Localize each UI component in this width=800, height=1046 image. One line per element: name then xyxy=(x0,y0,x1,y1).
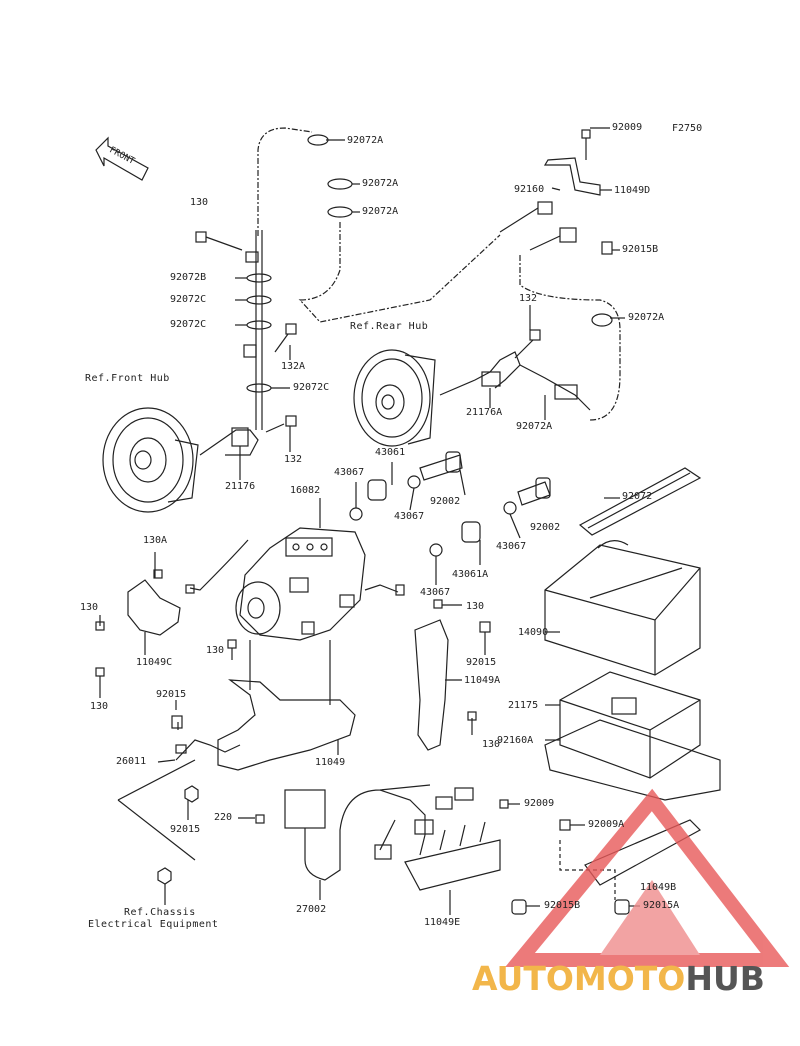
part-label: 92072A xyxy=(628,312,665,323)
part-label: 92002 xyxy=(430,496,461,507)
part-label: 43061A xyxy=(452,569,489,580)
watermark-logo xyxy=(505,788,790,967)
wiring-harness xyxy=(284,784,474,881)
hydraulic-unit xyxy=(235,527,366,641)
part-label: 16082 xyxy=(290,485,321,496)
part-label: 14090 xyxy=(518,627,549,638)
part-label: 92015B xyxy=(544,900,581,911)
rear-hub-disc xyxy=(353,349,436,447)
rear-hub-ref: Ref.Rear Hub xyxy=(350,321,429,332)
part-label: 43067 xyxy=(496,541,527,552)
part-label: 92072B xyxy=(170,272,207,283)
part-label: 11049C xyxy=(136,657,173,668)
part-label: 43067 xyxy=(420,587,451,598)
part-label: 132A xyxy=(281,361,306,372)
part-label: 130A xyxy=(143,535,168,546)
part-label: 43061 xyxy=(375,447,406,458)
watermark-part2: HUB xyxy=(685,959,765,998)
part-label: 43067 xyxy=(394,511,425,522)
part-label: 92160 xyxy=(514,184,545,195)
front-hub-disc xyxy=(102,407,199,513)
part-label: 130 xyxy=(80,602,99,613)
part-label: 43067 xyxy=(334,467,365,478)
part-label: 92009A xyxy=(588,819,625,830)
chassis-ref: Ref.Chassis xyxy=(124,907,196,918)
part-label: 130 xyxy=(466,601,485,612)
part-label: 11049A xyxy=(464,675,501,686)
part-label: 92072A xyxy=(362,206,399,217)
part-label: 92015 xyxy=(170,824,201,835)
part-label: 92015 xyxy=(466,657,497,668)
part-label: 92072C xyxy=(293,382,330,393)
part-label: 92015B xyxy=(622,244,659,255)
chassis-ref-sub: Electrical Equipment xyxy=(88,919,219,930)
part-label: 21175 xyxy=(508,700,539,711)
part-label: 130 xyxy=(482,739,501,750)
part-label: 220 xyxy=(214,812,233,823)
unit-21175 xyxy=(544,671,721,801)
part-label: 130 xyxy=(190,197,209,208)
part-label: 130 xyxy=(206,645,225,656)
watermark: AUTOMOTOHUB xyxy=(472,962,765,995)
part-label: 92072C xyxy=(170,319,207,330)
part-label: 21176 xyxy=(225,481,256,492)
part-label: 92009 xyxy=(612,122,643,133)
part-label: 11049E xyxy=(424,917,461,928)
part-label: 21176A xyxy=(466,407,503,418)
part-label: 132 xyxy=(519,293,538,304)
part-label: 92160A xyxy=(497,735,534,746)
part-label: 11049B xyxy=(640,882,677,893)
part-label: 11049D xyxy=(614,185,651,196)
part-label: 92009 xyxy=(524,798,555,809)
part-label: 92072C xyxy=(170,294,207,305)
part-label: 92072A xyxy=(362,178,399,189)
part-label: 92015A xyxy=(643,900,680,911)
part-label: 92072 xyxy=(622,491,653,502)
part-label: 92072A xyxy=(347,135,384,146)
part-label: 11049 xyxy=(315,757,346,768)
watermark-part1: AUTOMOTO xyxy=(472,959,686,998)
part-label: 92002 xyxy=(530,522,561,533)
part-label: 27002 xyxy=(296,904,327,915)
control-unit-14090 xyxy=(544,540,701,676)
part-label: 132 xyxy=(284,454,303,465)
part-label: 92015 xyxy=(156,689,187,700)
part-label: 130 xyxy=(90,701,109,712)
figure-code: F2750 xyxy=(672,123,703,134)
front-arrow-icon xyxy=(95,136,149,181)
part-label: 92072A xyxy=(516,421,553,432)
front-hub-ref: Ref.Front Hub xyxy=(85,373,170,384)
part-label: 26011 xyxy=(116,756,147,767)
